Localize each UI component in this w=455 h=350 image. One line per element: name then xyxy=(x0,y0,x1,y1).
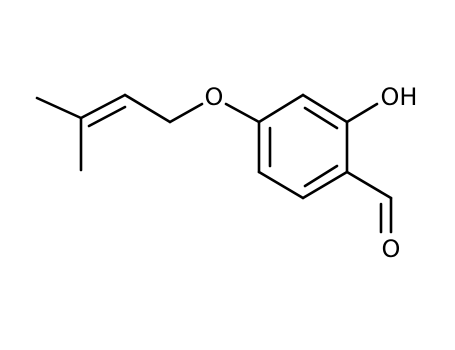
ring-bond-4-inner xyxy=(303,164,339,188)
bond-ring-aldehyde xyxy=(345,170,393,200)
bond-alkene-inner xyxy=(87,105,127,128)
bond-oxygen-ring xyxy=(224,102,261,124)
hydroxyl-label: OH xyxy=(381,83,418,111)
ring-bond-2-inner xyxy=(303,106,339,130)
ring-bond-2 xyxy=(301,93,349,124)
bond-ring-hydroxyl xyxy=(345,102,379,124)
ether-oxygen-label: O xyxy=(205,83,224,111)
carbonyl-oxygen-label: O xyxy=(382,235,401,263)
bond-ch2-oxygen xyxy=(168,102,204,124)
ring-bond-1 xyxy=(257,93,305,124)
ring-bond-4 xyxy=(301,170,349,200)
bond-alkene-outer xyxy=(79,93,127,120)
bond-allyl xyxy=(123,93,172,124)
ring-bond-5 xyxy=(257,170,305,200)
bond-methyl-1 xyxy=(35,96,83,120)
